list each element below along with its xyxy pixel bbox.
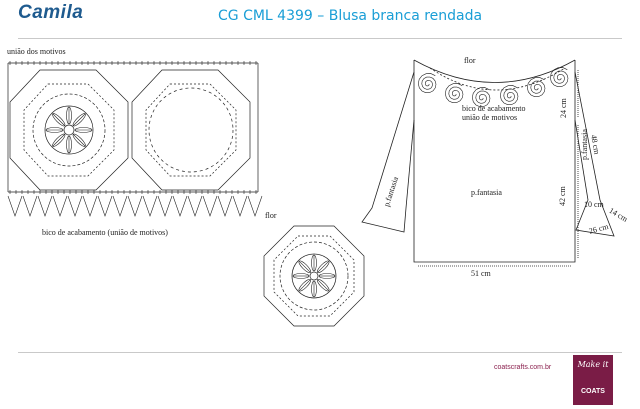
yoke-measure: 24 cm: [559, 98, 568, 118]
edging-point: [157, 195, 173, 217]
header-divider: [18, 38, 622, 39]
flower-chart-label: flor: [265, 211, 277, 220]
petal: [292, 273, 310, 279]
motif-petals: [45, 106, 93, 154]
cuff-width-measure: 10 cm: [584, 200, 604, 209]
edging-point: [202, 195, 218, 217]
left-sleeve: [361, 71, 415, 233]
petal: [318, 273, 336, 279]
coats-logo: Make it COATS: [573, 355, 613, 405]
chain-ticks: [9, 61, 257, 194]
edging-label: bico de acabamento (união de motivos): [42, 228, 168, 237]
spiral-flower: [526, 77, 546, 98]
garment-joining-label: união de motivos: [462, 113, 518, 122]
footer-divider: [18, 352, 622, 353]
body-stitch-label: p.fantasia: [471, 188, 502, 197]
petal: [311, 280, 317, 298]
spiral-flower: [444, 83, 464, 104]
petal: [311, 254, 317, 272]
flower-spirals: [417, 67, 569, 108]
petal-stroke: [73, 113, 86, 126]
right-sleeve: [574, 71, 615, 237]
edging-point: [112, 195, 128, 217]
edging-point: [187, 195, 203, 217]
edging-point: [232, 195, 248, 217]
edging-point: [37, 195, 53, 217]
spiral-flower: [499, 85, 519, 106]
edging-point: [7, 195, 23, 217]
petal-stroke: [52, 134, 65, 147]
spiral-flower: [417, 73, 437, 94]
petal: [316, 278, 330, 292]
petal-stroke: [73, 134, 86, 147]
petal-stroke: [298, 279, 311, 292]
petal-stroke: [317, 260, 330, 273]
neckline: [413, 59, 576, 83]
joining-label: união dos motivos: [7, 47, 66, 56]
petal: [72, 113, 86, 127]
pattern-title: CG CML 4399 – Blusa branca rendada: [218, 8, 483, 24]
logo-tagline: Make it: [577, 360, 609, 369]
petal: [74, 127, 93, 133]
width-measure: 51 cm: [471, 269, 491, 278]
motif-outer-ring-2: [131, 69, 251, 191]
petal: [52, 113, 66, 127]
edging-point: [67, 195, 83, 217]
edging-point: [247, 195, 263, 217]
petal: [66, 106, 72, 125]
edging-point: [97, 195, 113, 217]
garment-edge-label: bico de acabamento: [462, 104, 526, 113]
edging-point: [22, 195, 38, 217]
edging-point: [172, 195, 188, 217]
edging-point: [142, 195, 158, 217]
petal-stroke: [317, 279, 330, 292]
footer-url[interactable]: coatscrafts.com.br: [494, 364, 552, 371]
petal-stroke: [298, 260, 311, 273]
edging-point: [217, 195, 233, 217]
edging-point: [82, 195, 98, 217]
body-outline: [413, 60, 576, 263]
logo-name: COATS: [581, 388, 605, 395]
edging-row: [7, 195, 263, 217]
petal: [72, 133, 86, 147]
spiral-flower: [471, 87, 491, 108]
right-sleeve-stitch: p.fantasia: [580, 129, 589, 160]
garment-flower-label: flor: [464, 56, 476, 65]
petal-stroke: [52, 113, 65, 126]
edging-point: [127, 195, 143, 217]
petal: [66, 135, 72, 154]
height-measure: 42 cm: [558, 186, 567, 206]
spiral-flower: [549, 67, 569, 88]
brand-logo: Camila: [18, 2, 84, 23]
motif-outer-ring: [9, 69, 129, 191]
edging-point: [52, 195, 68, 217]
petal: [316, 260, 330, 274]
flower-petals: [292, 254, 336, 298]
petal: [298, 278, 312, 292]
petal: [45, 127, 64, 133]
petal: [52, 133, 66, 147]
petal: [298, 260, 312, 274]
